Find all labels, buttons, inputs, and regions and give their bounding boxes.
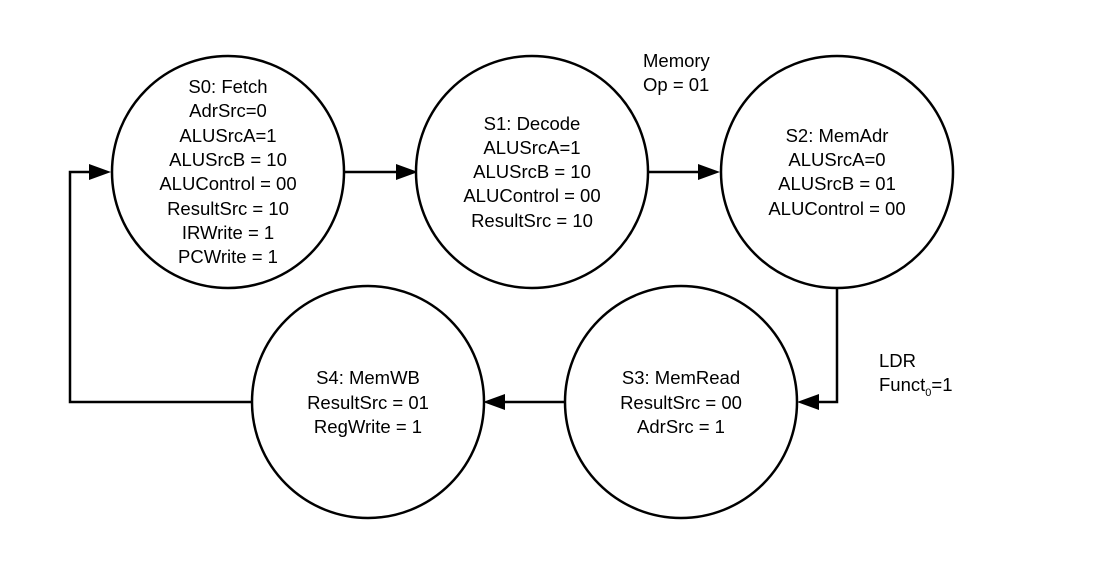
state-s4-line: RegWrite = 1: [314, 416, 422, 437]
state-s3: S3: MemRead ResultSrc = 00 AdrSrc = 1: [563, 284, 799, 520]
edge-label-ldr-funct: LDR Funct0=1: [879, 350, 953, 399]
arrow-s4-s0: [89, 164, 111, 180]
state-s1-line: ResultSrc = 10: [471, 210, 593, 231]
edges: [68, 164, 839, 410]
state-s4: S4: MemWB ResultSrc = 01 RegWrite = 1: [250, 284, 486, 520]
state-s4-title: S4: MemWB: [316, 367, 420, 388]
state-s4-line: ResultSrc = 01: [307, 392, 429, 413]
edge-label-funct-suffix: =1: [931, 374, 952, 395]
state-s1-title: S1: Decode: [484, 113, 581, 134]
edge-label-ldr: LDR: [879, 350, 916, 371]
arrow-s2-s3: [797, 394, 819, 410]
state-s1-line: ALUControl = 00: [463, 185, 600, 206]
arrow-s0-s1: [396, 164, 418, 180]
edge-label-funct-subscript: 0: [925, 387, 931, 399]
edge-label-funct-prefix: Funct: [879, 374, 925, 395]
edge-label-memory: Memory: [643, 50, 711, 71]
state-s0-line: ALUSrcB = 10: [169, 149, 287, 170]
state-s1: S1: Decode ALUSrcA=1 ALUSrcB = 10 ALUCon…: [414, 54, 650, 290]
state-s1-line: ALUSrcA=1: [483, 137, 580, 158]
state-s0-line: IRWrite = 1: [182, 222, 274, 243]
state-s2-line: ALUControl = 00: [768, 198, 905, 219]
edge-label-memory-op: Memory Op = 01: [643, 50, 711, 95]
state-s0-line: ResultSrc = 10: [167, 198, 289, 219]
state-s0-title: S0: Fetch: [188, 76, 267, 97]
state-s4-circle: [250, 284, 486, 520]
edge-label-op: Op = 01: [643, 74, 709, 95]
state-s3-title: S3: MemRead: [622, 367, 740, 388]
state-s2-line: ALUSrcA=0: [788, 149, 885, 170]
state-s0-line: ALUControl = 00: [159, 173, 296, 194]
state-s1-line: ALUSrcB = 10: [473, 161, 591, 182]
state-s2-line: ALUSrcB = 01: [778, 173, 896, 194]
state-s0-line: ALUSrcA=1: [179, 125, 276, 146]
arrow-s3-s4: [483, 394, 505, 410]
state-s3-line: AdrSrc = 1: [637, 416, 725, 437]
state-s2-title: S2: MemAdr: [786, 125, 889, 146]
arrow-s1-s2: [698, 164, 720, 180]
state-s1-circle: [414, 54, 650, 290]
state-s2-circle: [719, 54, 955, 290]
state-s0: S0: Fetch AdrSrc=0 ALUSrcA=1 ALUSrcB = 1…: [110, 54, 346, 290]
edge-s2-s3: [815, 287, 839, 404]
state-s0-line: PCWrite = 1: [178, 246, 278, 267]
state-s3-circle: [563, 284, 799, 520]
state-s0-line: AdrSrc=0: [189, 100, 267, 121]
edge-s4-s0: [68, 170, 253, 404]
state-s2: S2: MemAdr ALUSrcA=0 ALUSrcB = 01 ALUCon…: [719, 54, 955, 290]
state-s0-circle: [110, 54, 346, 290]
state-s3-line: ResultSrc = 00: [620, 392, 742, 413]
edge-label-funct: Funct0=1: [879, 374, 953, 399]
